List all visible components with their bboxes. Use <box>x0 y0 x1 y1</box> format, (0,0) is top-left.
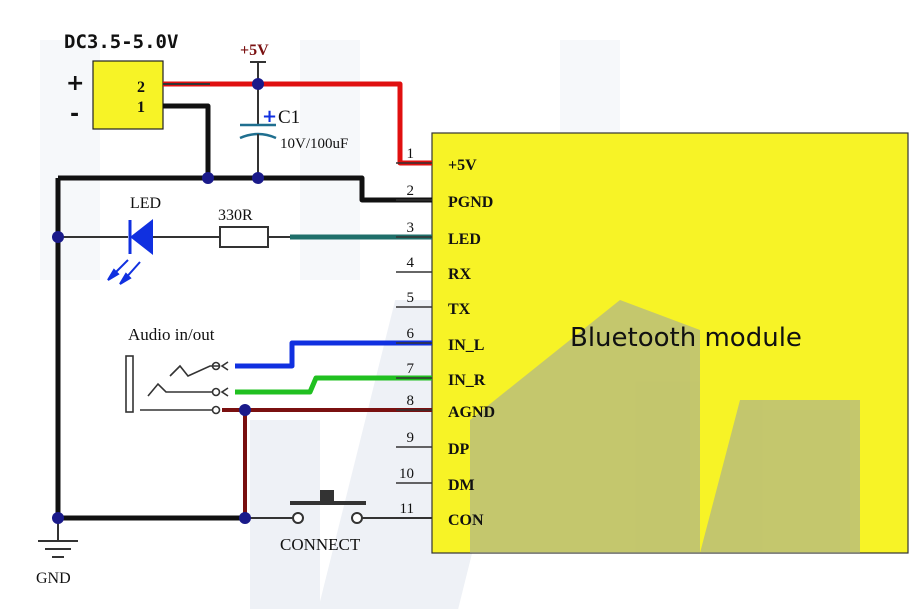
vcc-rail-label: +5V <box>240 42 269 59</box>
pin-name: PGND <box>448 194 493 211</box>
pin-name: +5V <box>448 157 477 174</box>
pin-number: 8 <box>407 393 415 409</box>
power-voltage-label: DC3.5-5.0V <box>64 31 178 53</box>
resistor <box>219 226 269 248</box>
right-channel-wire <box>235 375 432 395</box>
pin-number: 3 <box>407 220 415 236</box>
pin-number: 2 <box>407 183 415 199</box>
junction-dots <box>52 78 264 524</box>
ground-symbol-icon <box>38 540 78 558</box>
resistor-label: 330R <box>218 207 253 224</box>
cap-name: C1 <box>278 107 300 128</box>
audio-label: Audio in/out <box>128 325 215 344</box>
led-emission-arrows <box>107 259 141 285</box>
pin-name: TX <box>448 301 471 318</box>
pin-name: AGND <box>448 404 495 421</box>
pin-name: IN_L <box>448 337 484 354</box>
led-symbol <box>130 219 153 255</box>
pin-number: 11 <box>400 501 414 517</box>
audio-jack-icon <box>125 355 229 415</box>
pin-number: 1 <box>407 146 415 162</box>
power-minus-sign: - <box>70 102 79 127</box>
led-label: LED <box>130 195 161 212</box>
power-pin-2: 2 <box>137 79 145 96</box>
pin-name: RX <box>448 266 472 283</box>
pin-name: LED <box>448 231 481 248</box>
pin-name: DP <box>448 441 470 458</box>
module-title: Bluetooth module <box>570 323 802 353</box>
connect-label: CONNECT <box>280 535 361 554</box>
pin-number: 9 <box>407 430 415 446</box>
pin-name: IN_R <box>448 372 486 389</box>
pin-name: DM <box>448 477 475 494</box>
gnd-label: GND <box>36 570 71 587</box>
cap-plus: + <box>262 106 277 127</box>
power-pin-1: 1 <box>137 99 145 116</box>
pin-number: 5 <box>407 290 415 306</box>
pin-number: 4 <box>407 255 415 271</box>
pin-number: 6 <box>407 326 415 342</box>
connect-button-symbol <box>290 490 366 524</box>
module-watermark <box>470 300 860 553</box>
pin-name: CON <box>448 512 484 529</box>
cap-value: 10V/100uF <box>280 136 348 152</box>
pin-number: 10 <box>399 466 414 482</box>
power-connector <box>92 60 164 130</box>
pin-number: 7 <box>407 361 415 377</box>
left-channel-wire <box>235 340 432 369</box>
power-plus-sign: + <box>66 71 84 96</box>
